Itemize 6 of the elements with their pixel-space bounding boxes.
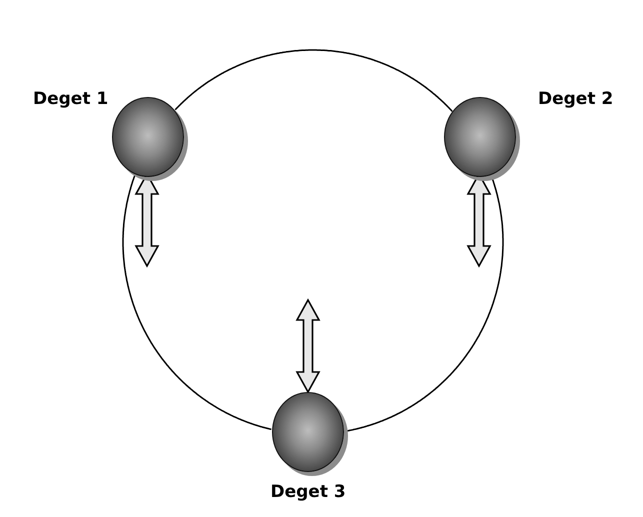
double-arrow: [296, 298, 320, 394]
node-label: Deget 2: [538, 89, 614, 109]
ring-line: [122, 174, 272, 430]
node-label: Deget 3: [270, 482, 346, 502]
node-label: Deget 1: [33, 89, 108, 109]
ring-line: [174, 49, 453, 112]
